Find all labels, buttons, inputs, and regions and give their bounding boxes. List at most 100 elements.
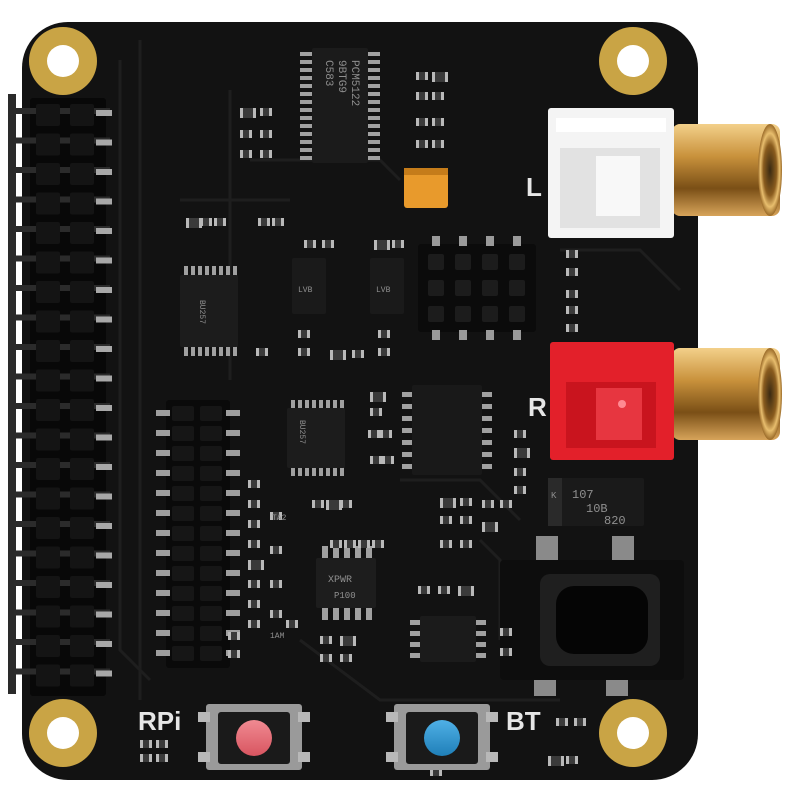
power-ic-pin bbox=[322, 608, 328, 620]
dac-pin bbox=[300, 156, 313, 160]
smd-terminal bbox=[566, 324, 569, 332]
smd-component bbox=[240, 130, 252, 138]
smd-terminal bbox=[352, 350, 355, 358]
smd-component bbox=[482, 522, 498, 532]
rpi-tactile-button[interactable] bbox=[198, 704, 310, 770]
bt-tactile-button[interactable] bbox=[386, 704, 498, 770]
smd-terminal bbox=[272, 218, 275, 226]
gpio-pin bbox=[36, 605, 60, 628]
smd-component bbox=[374, 240, 390, 250]
smd-component bbox=[416, 140, 428, 148]
smd-terminal bbox=[368, 430, 371, 438]
gpio-pin-row bbox=[14, 580, 110, 586]
header-lead bbox=[226, 590, 240, 596]
left-rca-connector bbox=[548, 108, 782, 238]
smd-terminal bbox=[440, 540, 443, 548]
gpio-solder-lead bbox=[96, 139, 112, 146]
gpio-pin bbox=[70, 104, 94, 126]
smd-terminal bbox=[260, 108, 263, 116]
smd-component bbox=[566, 756, 578, 764]
smd-terminal bbox=[495, 522, 498, 532]
smd-component bbox=[566, 250, 578, 258]
smd-terminal bbox=[269, 150, 272, 158]
header-pin bbox=[200, 486, 222, 501]
ic-mark-b: BU257 bbox=[297, 420, 306, 444]
gpio-header bbox=[8, 94, 112, 696]
smd-terminal bbox=[482, 500, 485, 508]
gpio-pin bbox=[70, 369, 94, 392]
smd-terminal bbox=[523, 430, 526, 438]
smd-component bbox=[500, 628, 512, 636]
smd-component bbox=[228, 650, 240, 658]
gpio-solder-lead bbox=[96, 434, 112, 441]
gpio-pin-row bbox=[14, 491, 110, 498]
chip-pin bbox=[402, 392, 413, 397]
chip-pin bbox=[212, 346, 216, 356]
bt-chip-pin bbox=[410, 620, 421, 625]
header-pin bbox=[172, 546, 194, 561]
jumper-lead bbox=[513, 236, 521, 246]
smd-terminal bbox=[307, 348, 310, 356]
smd-component bbox=[256, 348, 268, 356]
chip-pin bbox=[212, 266, 216, 276]
chip-pin bbox=[219, 266, 223, 276]
smd-component bbox=[430, 768, 442, 776]
header-lead bbox=[156, 630, 170, 636]
smd-terminal bbox=[258, 218, 261, 226]
power-ic-pin bbox=[366, 608, 372, 620]
chip-pin bbox=[481, 404, 492, 409]
smd-terminal bbox=[575, 306, 578, 314]
smd-component bbox=[240, 108, 256, 118]
bt-chip-pin bbox=[475, 620, 486, 625]
gpio-pin bbox=[36, 487, 60, 510]
header-pin bbox=[200, 506, 222, 521]
smd-terminal bbox=[267, 218, 270, 226]
smd-terminal bbox=[471, 586, 474, 596]
gpio-pin bbox=[70, 487, 94, 510]
smd-terminal bbox=[416, 92, 419, 100]
chip-pin bbox=[402, 452, 413, 457]
smd-terminal bbox=[387, 240, 390, 250]
smd-terminal bbox=[330, 540, 333, 548]
smd-terminal bbox=[353, 540, 356, 548]
smd-terminal bbox=[460, 516, 463, 524]
header-lead bbox=[226, 550, 240, 556]
smd-terminal bbox=[249, 150, 252, 158]
gpio-pin-row bbox=[14, 403, 110, 409]
header-pin bbox=[200, 446, 222, 461]
power-ic-label-line2: P100 bbox=[334, 591, 356, 601]
gpio-pin bbox=[36, 517, 60, 539]
smd-terminal bbox=[389, 430, 392, 438]
smd-terminal bbox=[326, 500, 329, 510]
chip-pin bbox=[205, 266, 209, 276]
soic-chip bbox=[402, 385, 492, 475]
smd-terminal bbox=[566, 250, 569, 258]
smd-terminal bbox=[449, 516, 452, 524]
smd-terminal bbox=[509, 628, 512, 636]
smd-terminal bbox=[279, 580, 282, 588]
smd-terminal bbox=[566, 756, 569, 764]
dac-pin bbox=[300, 76, 313, 80]
smd-terminal bbox=[432, 140, 435, 148]
gpio-solder-lead bbox=[96, 611, 112, 618]
smd-terminal bbox=[329, 636, 332, 644]
smd-terminal bbox=[281, 218, 284, 226]
gpio-pin bbox=[36, 222, 60, 244]
smd-terminal bbox=[381, 540, 384, 548]
gpio-solder-lead bbox=[96, 316, 112, 323]
smd-terminal bbox=[269, 130, 272, 138]
smd-terminal bbox=[566, 306, 569, 314]
dac-chip: PCM5122 9BTG9 C583 bbox=[300, 48, 380, 163]
smd-component bbox=[248, 500, 260, 508]
smd-terminal bbox=[370, 456, 373, 464]
bt-button-cap bbox=[424, 720, 460, 756]
smd-component bbox=[566, 268, 578, 276]
smd-terminal bbox=[340, 636, 343, 646]
jumper-pin bbox=[428, 254, 444, 270]
power-ic-pin bbox=[355, 608, 361, 620]
chip-pin bbox=[319, 400, 323, 409]
smd-component bbox=[344, 540, 356, 548]
smd-terminal bbox=[566, 268, 569, 276]
smd-component bbox=[566, 324, 578, 332]
